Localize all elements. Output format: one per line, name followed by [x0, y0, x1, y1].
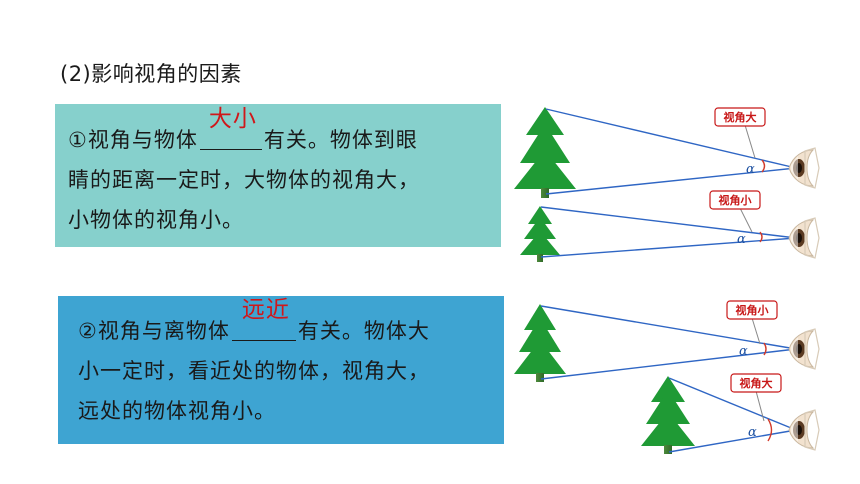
angle-symbol: α: [748, 425, 757, 440]
factor-distance-suffix: 有关。物体大: [297, 319, 430, 343]
sight-line: [540, 348, 797, 380]
angle-arc: [767, 418, 773, 442]
factor-size-prefix: ①视角与物体: [68, 128, 198, 152]
angle-symbol: α: [737, 232, 746, 247]
eye-icon: [788, 409, 820, 451]
factor-distance-line-3: 远处的物体视角小。: [78, 399, 276, 423]
eye-icon: [788, 147, 820, 189]
factor-distance-blank: 远近: [231, 297, 296, 341]
label-large-angle-text: 视角大: [724, 110, 757, 124]
label-large-angle-near: 视角大: [730, 373, 782, 422]
sight-line: [540, 237, 797, 258]
factor-size-answer: 大小: [208, 106, 257, 132]
eye-icon: [788, 217, 820, 259]
angle-arc: [761, 159, 766, 173]
angle-arc: [763, 342, 767, 356]
sight-line: [540, 206, 797, 239]
angle-symbol: α: [739, 344, 748, 359]
angle-symbol: α: [746, 162, 755, 177]
angle-arc: [759, 231, 763, 243]
label-large-angle-near-text: 视角大: [740, 376, 773, 390]
sight-line: [668, 377, 797, 431]
factor-size-blank: 大小: [199, 106, 262, 150]
diagram-size: α 视角大 α 视角小: [514, 107, 820, 262]
factor-size-suffix: 有关。物体到眼: [263, 128, 418, 152]
small-tree-icon: [520, 206, 560, 262]
eye-icon: [788, 328, 820, 370]
label-small-angle-far: 视角小: [726, 300, 778, 345]
label-small-angle-text: 视角小: [719, 193, 752, 207]
sight-line: [540, 305, 797, 350]
label-small-angle: 视角小: [709, 190, 761, 233]
factor-size-line-3: 小物体的视角小。: [68, 208, 244, 232]
far-tree-icon: [514, 304, 566, 382]
factor-distance-box: ②视角与离物体远近有关。物体大 小一定时，看近处的物体，视角大， 远处的物体视角…: [58, 296, 504, 444]
sight-line: [545, 108, 797, 169]
factor-size-line-1: ①视角与物体大小有关。物体到眼: [68, 106, 501, 160]
near-tree-icon: [641, 376, 695, 454]
diagram-distance: α 视角小 α 视角大: [514, 300, 820, 454]
factor-distance-prefix: ②视角与离物体: [78, 319, 230, 343]
label-large-angle: 视角大: [714, 107, 766, 159]
factor-distance-line-2: 小一定时，看近处的物体，视角大，: [78, 359, 430, 383]
sight-line: [668, 429, 797, 453]
label-small-angle-far-text: 视角小: [736, 303, 769, 317]
sight-line: [545, 167, 797, 195]
big-tree-icon: [514, 107, 576, 198]
factor-size-box: ①视角与物体大小有关。物体到眼 睛的距离一定时，大物体的视角大， 小物体的视角小…: [55, 104, 501, 247]
factor-distance-line-1: ②视角与离物体远近有关。物体大: [78, 297, 504, 351]
section-heading: (2)影响视角的因素: [60, 62, 242, 86]
factor-size-line-2: 睛的距离一定时，大物体的视角大，: [68, 168, 420, 192]
factor-distance-answer: 远近: [241, 297, 290, 323]
